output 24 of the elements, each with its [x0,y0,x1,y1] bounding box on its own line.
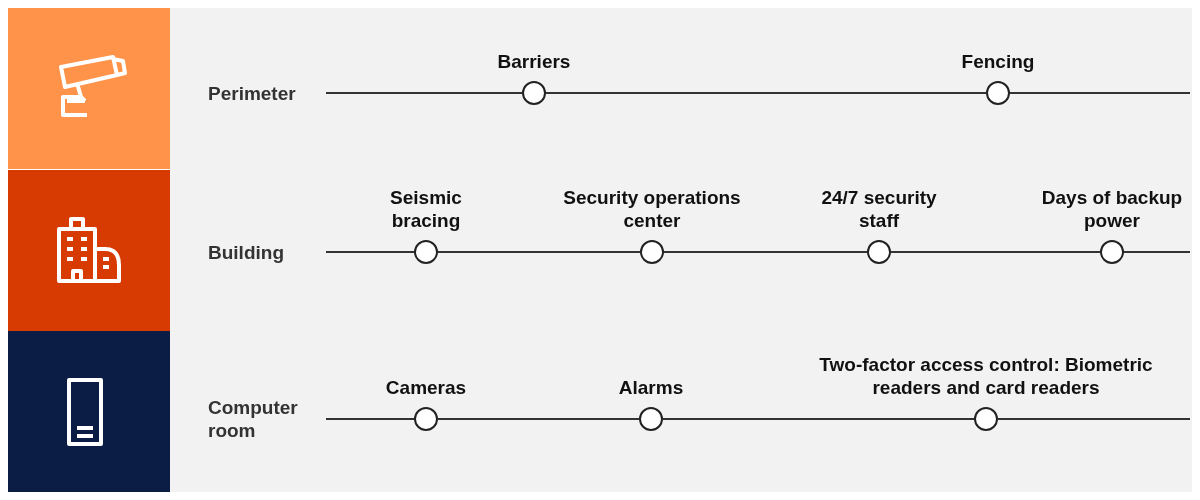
timeline-line [545,92,987,94]
timeline-line [437,251,641,253]
timeline-line [437,418,640,420]
row-label: Perimeter [208,81,326,105]
timeline-line [325,92,523,94]
row-label: Building [208,240,326,264]
timeline-line [663,251,868,253]
timeline-line [1123,251,1191,253]
milestone-label: Two-factor access control: Biometric readers and card readers [818,353,1154,399]
milestone-label: Fencing [960,50,1036,73]
row-label: Computer room [208,396,326,442]
timeline-line [325,418,415,420]
timeline-line [997,418,1191,420]
milestone-label: Seismic bracing [389,186,463,232]
timeline-line [890,251,1101,253]
milestone-label: 24/7 security staff [820,186,938,232]
milestone-label: Barriers [496,50,572,73]
timeline-line [325,251,415,253]
milestone-label: Security operations center [562,186,742,232]
milestone-label: Cameras [384,376,468,399]
timeline-line [1009,92,1191,94]
milestone-label: Days of backup power [1040,186,1184,232]
timeline-line [662,418,975,420]
milestone-label: Alarms [617,376,685,399]
